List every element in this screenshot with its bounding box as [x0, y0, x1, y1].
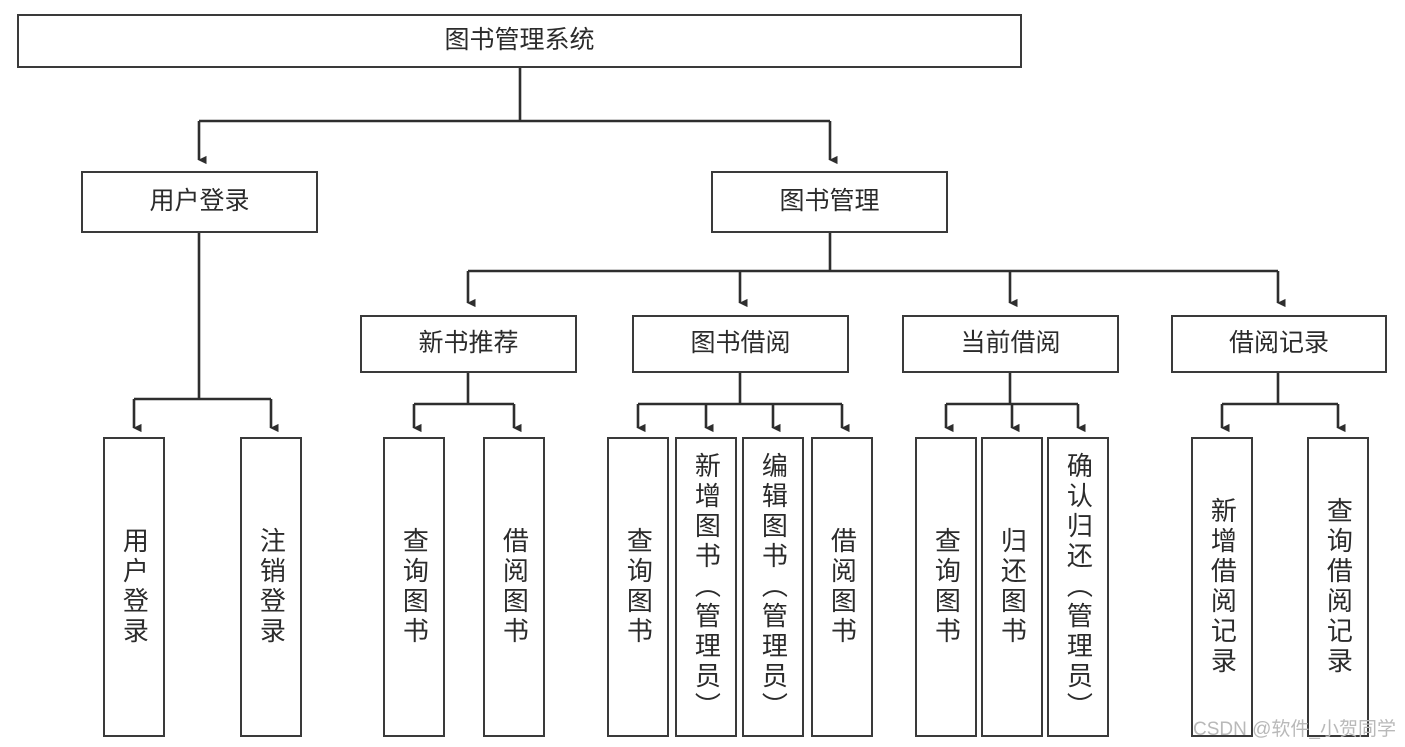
node-label: 图书管理系统 [444, 26, 595, 55]
node-leaf-return-book[interactable]: 归还图书 [981, 437, 1043, 737]
node-leaf-confirm-return[interactable]: 确认归还（管理员） [1047, 437, 1109, 737]
node-leaf-query-book-current[interactable]: 查询图书 [915, 437, 977, 737]
node-leaf-borrow-book[interactable]: 借阅图书 [811, 437, 873, 737]
node-label: 新增图书（管理员） [691, 452, 722, 722]
node-label: 图书管理 [779, 187, 880, 216]
node-label: 归还图书 [997, 527, 1028, 647]
node-leaf-query-book-recommend[interactable]: 查询图书 [383, 437, 445, 737]
node-label: 用户登录 [119, 527, 150, 647]
node-book-management[interactable]: 图书管理 [711, 171, 948, 233]
node-label: 确认归还（管理员） [1063, 452, 1094, 722]
node-user-login[interactable]: 用户登录 [81, 171, 318, 233]
node-leaf-add-borrow-record[interactable]: 新增借阅记录 [1191, 437, 1253, 737]
node-current-borrow[interactable]: 当前借阅 [902, 315, 1119, 373]
node-label: 查询图书 [931, 527, 962, 647]
node-label: 编辑图书（管理员） [758, 452, 789, 722]
node-label: 借阅记录 [1228, 329, 1329, 358]
node-label: 新书推荐 [418, 329, 519, 358]
node-book-borrow[interactable]: 图书借阅 [632, 315, 849, 373]
node-label: 查询借阅记录 [1323, 497, 1354, 677]
node-leaf-borrow-book-recommend[interactable]: 借阅图书 [483, 437, 545, 737]
node-leaf-query-book-borrow[interactable]: 查询图书 [607, 437, 669, 737]
node-leaf-user-login[interactable]: 用户登录 [103, 437, 165, 737]
node-borrow-record[interactable]: 借阅记录 [1171, 315, 1387, 373]
node-new-book-recommend[interactable]: 新书推荐 [360, 315, 577, 373]
node-leaf-query-borrow-record[interactable]: 查询借阅记录 [1307, 437, 1369, 737]
node-leaf-add-book[interactable]: 新增图书（管理员） [675, 437, 737, 737]
node-label: 注销登录 [256, 527, 287, 647]
node-label: 图书借阅 [690, 329, 791, 358]
node-book-management-system[interactable]: 图书管理系统 [17, 14, 1022, 68]
node-label: 查询图书 [399, 527, 430, 647]
node-leaf-logout-login[interactable]: 注销登录 [240, 437, 302, 737]
node-leaf-edit-book[interactable]: 编辑图书（管理员） [742, 437, 804, 737]
node-label: 新增借阅记录 [1207, 497, 1238, 677]
node-label: 查询图书 [623, 527, 654, 647]
node-label: 借阅图书 [499, 527, 530, 647]
node-label: 用户登录 [149, 187, 250, 216]
node-label: 借阅图书 [827, 527, 858, 647]
node-label: 当前借阅 [960, 329, 1061, 358]
